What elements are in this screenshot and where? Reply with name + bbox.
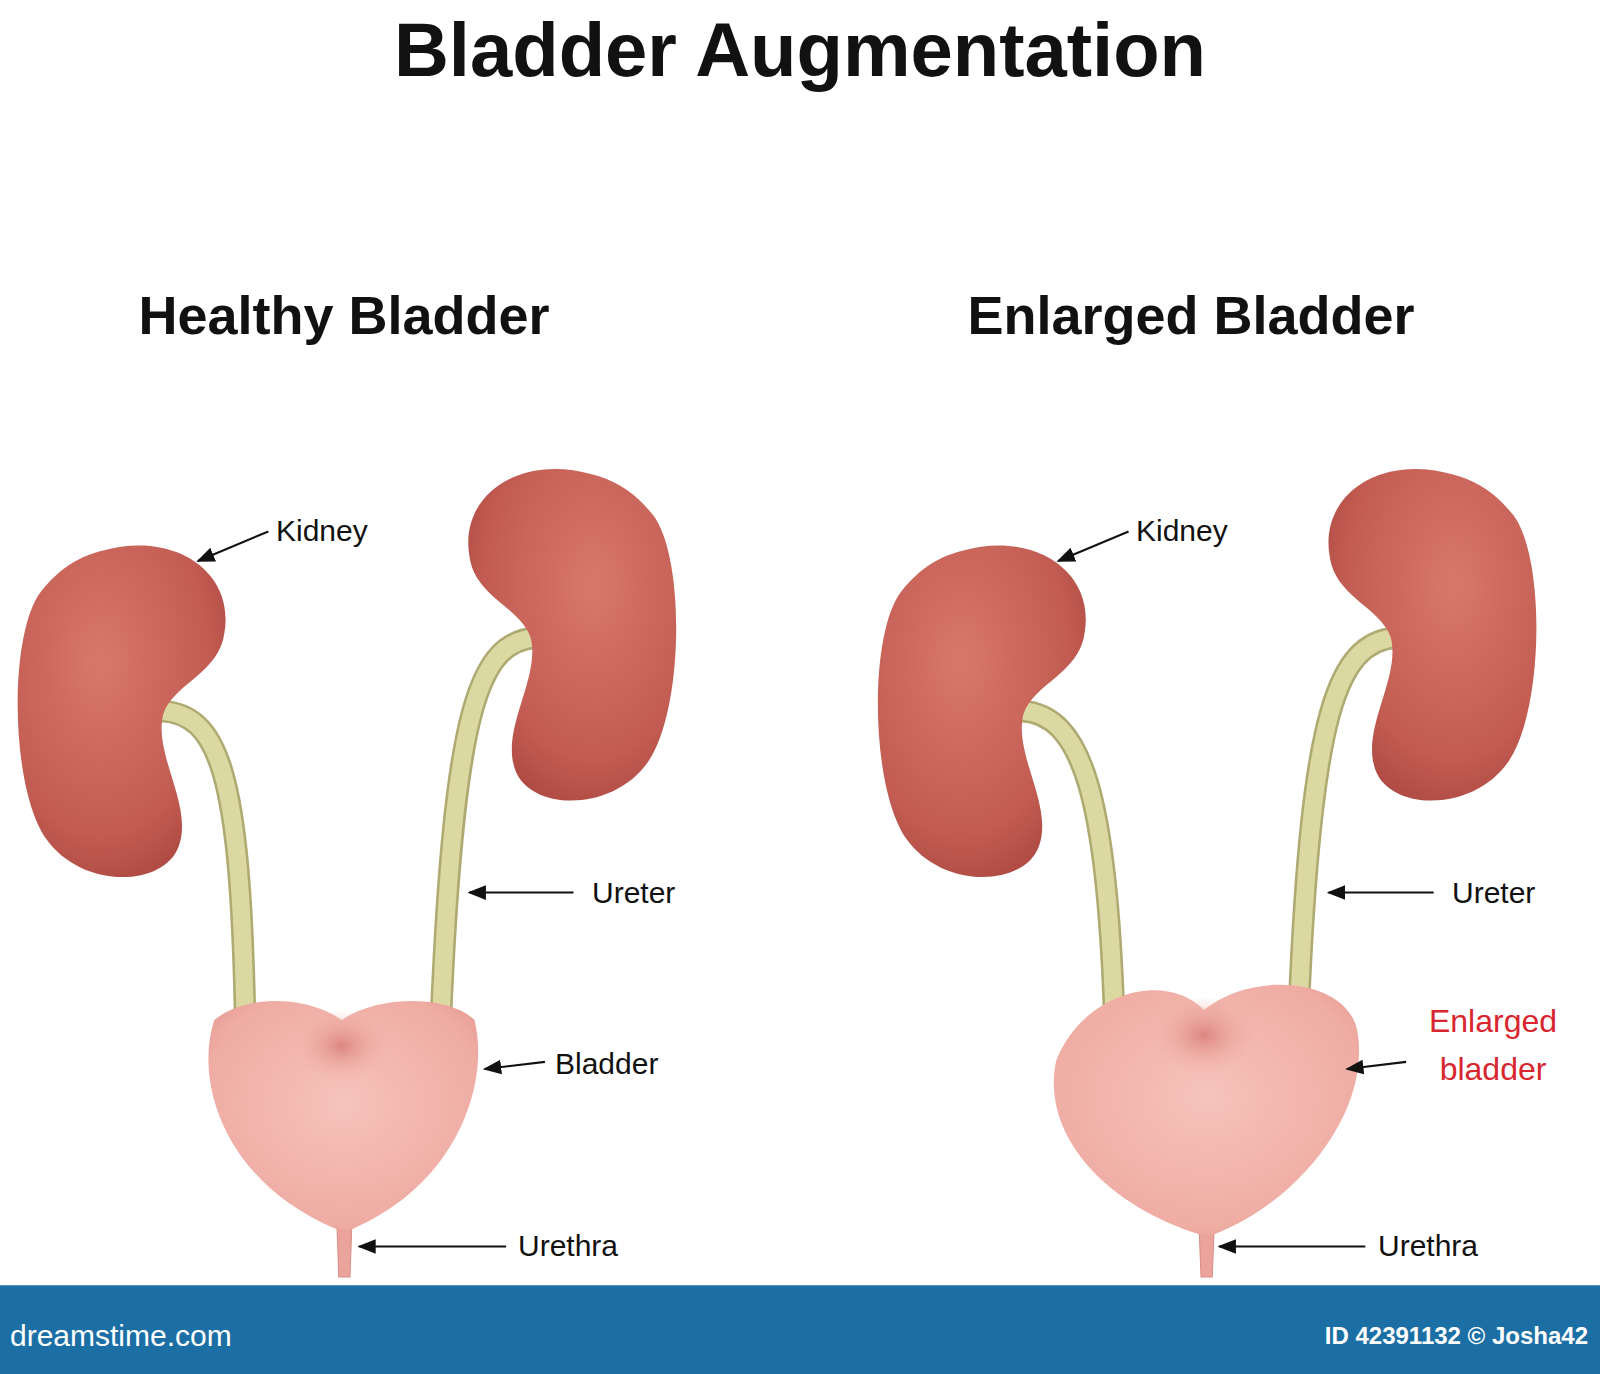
part-label: Kidney: [276, 513, 368, 549]
diagram-title: Bladder Augmentation: [394, 4, 1206, 95]
ureter-tubes: [161, 638, 1396, 1021]
bladders: [208, 985, 1359, 1235]
panel-heading: Enlarged Bladder: [967, 283, 1414, 348]
leader-lines: [198, 531, 1434, 1246]
image-credit: ID 42391132 © Josha42: [1325, 1322, 1588, 1351]
part-label: Bladder: [555, 1046, 658, 1082]
panel-heading: Healthy Bladder: [138, 283, 549, 348]
part-label: Urethra: [1378, 1228, 1478, 1264]
part-label: Kidney: [1136, 513, 1228, 549]
footer-band: [0, 1285, 1600, 1374]
part-label: Ureter: [592, 875, 675, 911]
kidneys: [18, 469, 1537, 877]
part-label: Urethra: [518, 1228, 618, 1264]
urethras: [337, 1219, 1215, 1277]
highlight-label: Enlarged bladder: [1408, 997, 1578, 1093]
watermark-brand: dreamstime.com: [10, 1318, 232, 1354]
part-label: Ureter: [1452, 875, 1535, 911]
